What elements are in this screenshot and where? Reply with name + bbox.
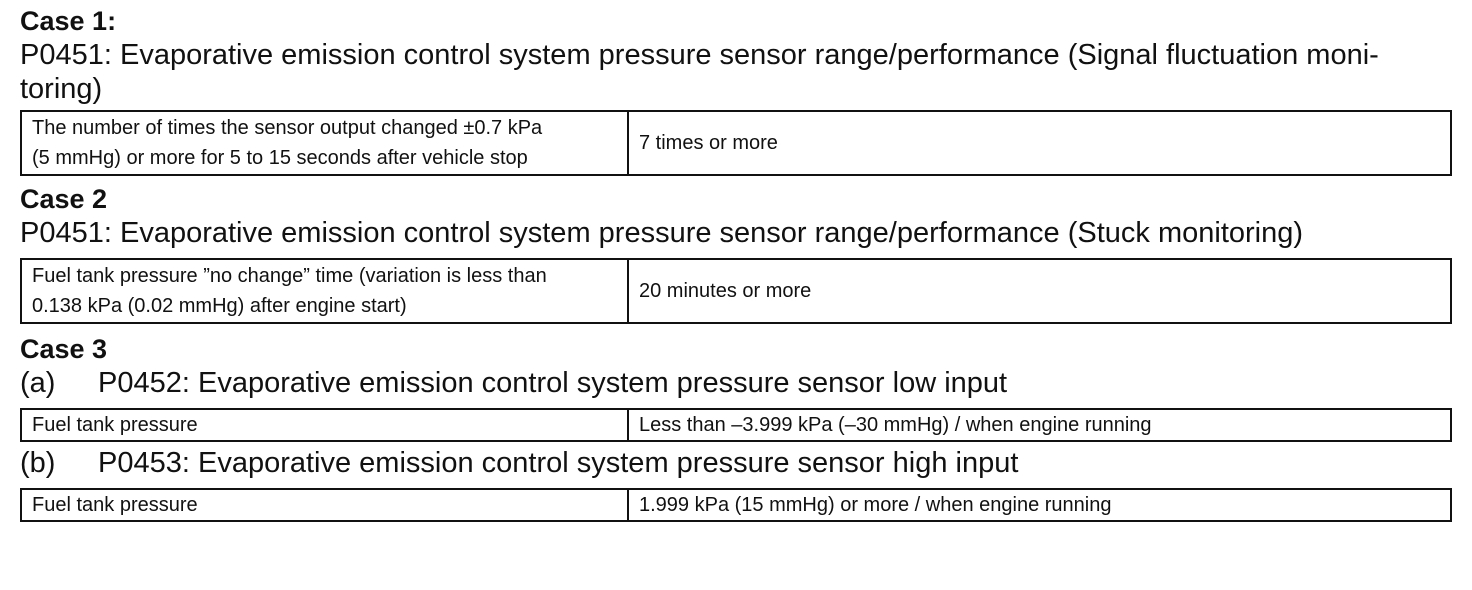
case-1-heading: Case 1:: [20, 6, 117, 36]
case-2-threshold-cell: 20 minutes or more: [627, 258, 1452, 324]
case-3a-dtc-line: (a) P0452: Evaporative emission control …: [20, 366, 1452, 400]
case-1-condition-cell: The number of times the sensor output ch…: [20, 110, 629, 176]
case-3a-threshold-cell: Less than –3.999 kPa (–30 mmHg) / when e…: [627, 408, 1452, 442]
case-3a-condition-cell: Fuel tank pressure: [20, 408, 629, 442]
case-1-dtc-title-continued: toring): [20, 73, 103, 105]
case-3-heading: Case 3: [20, 334, 108, 364]
case-3b-dtc-line: (b) P0453: Evaporative emission control …: [20, 446, 1452, 480]
case-2-dtc-title: P0451: Evaporative emission control syst…: [20, 217, 1304, 249]
case-1-condition-line-1: The number of times the sensor output ch…: [32, 117, 543, 139]
case-3a-dtc-title: P0452: Evaporative emission control syst…: [98, 367, 1008, 399]
case-3b-letter: (b): [20, 447, 56, 479]
case-3b-dtc-title: P0453: Evaporative emission control syst…: [98, 447, 1019, 479]
case-1-condition-line-2: (5 mmHg) or more for 5 to 15 seconds aft…: [32, 147, 528, 169]
case-3b-condition-cell: Fuel tank pressure: [20, 488, 629, 522]
case-1-dtc-title: P0451: Evaporative emission control syst…: [20, 39, 1379, 71]
case-2-condition-table: Fuel tank pressure ”no change” time (var…: [20, 258, 1452, 324]
table-row: Fuel tank pressure 1.999 kPa (15 mmHg) o…: [20, 488, 1452, 522]
case-2-condition-cell: Fuel tank pressure ”no change” time (var…: [20, 258, 629, 324]
case-2-condition-line-1: Fuel tank pressure ”no change” time (var…: [32, 265, 547, 287]
case-3a-condition-table: Fuel tank pressure Less than –3.999 kPa …: [20, 408, 1452, 442]
case-1-threshold-cell: 7 times or more: [627, 110, 1452, 176]
case-3b-condition-table: Fuel tank pressure 1.999 kPa (15 mmHg) o…: [20, 488, 1452, 522]
case-2-condition-line-2: 0.138 kPa (0.02 mmHg) after engine start…: [32, 295, 407, 317]
table-row: Fuel tank pressure ”no change” time (var…: [20, 258, 1452, 324]
case-3b-threshold-cell: 1.999 kPa (15 mmHg) or more / when engin…: [627, 488, 1452, 522]
table-row: The number of times the sensor output ch…: [20, 110, 1452, 176]
case-2-heading: Case 2: [20, 184, 108, 214]
document: Case 1: P0451: Evaporative emission cont…: [20, 0, 1452, 522]
case-3a-letter: (a): [20, 367, 56, 399]
case-1-condition-table: The number of times the sensor output ch…: [20, 110, 1452, 176]
table-row: Fuel tank pressure Less than –3.999 kPa …: [20, 408, 1452, 442]
